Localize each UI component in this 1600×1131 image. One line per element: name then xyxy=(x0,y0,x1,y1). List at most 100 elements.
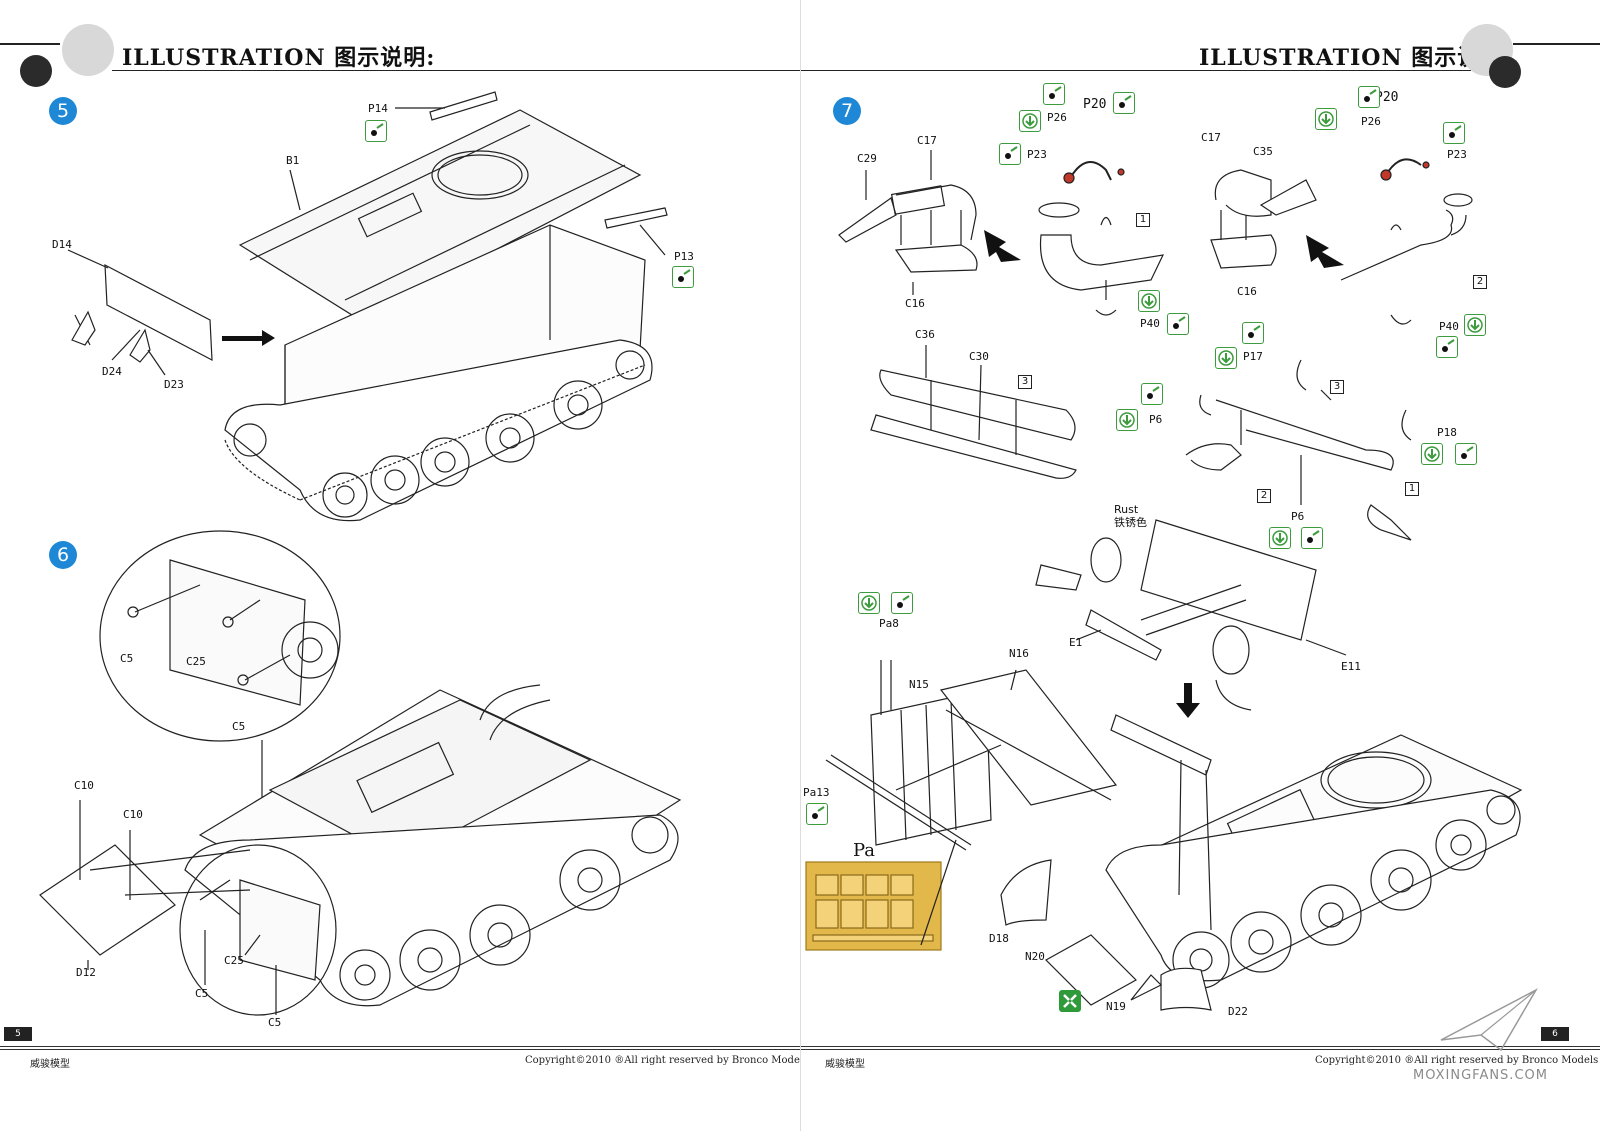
paint-drop-icon xyxy=(1455,443,1477,465)
footer-rule xyxy=(801,1049,1600,1050)
part-label-c29: C29 xyxy=(857,152,877,165)
part-label-p13: P13 xyxy=(674,250,694,263)
part-label-pa8: Pa8 xyxy=(879,617,899,630)
footer-brand: 威骏模型 xyxy=(30,1059,70,1070)
part-label-p40: P40 xyxy=(1140,317,1160,330)
part-label-p14: P14 xyxy=(368,102,388,115)
footer-copyright: Copyright©2010 ®All right reserved by Br… xyxy=(525,1055,809,1066)
glue-arrow-icon xyxy=(1421,443,1443,465)
part-label-c17: C17 xyxy=(917,134,937,147)
part-label-p26: P26 xyxy=(1047,111,1067,124)
step-badge-5: 5 xyxy=(49,97,77,125)
part-label-e1: E1 xyxy=(1069,636,1083,649)
step-badge-7: 7 xyxy=(833,97,861,125)
part-label-d24: D24 xyxy=(102,365,122,378)
part-label-c10: C10 xyxy=(123,808,143,821)
part-label-d22: D22 xyxy=(1228,1005,1248,1018)
glue-arrow-icon xyxy=(1019,110,1041,132)
step6-assembly-drawing xyxy=(39,530,682,1016)
footer-rule xyxy=(801,1046,1600,1047)
part-label-n19: N19 xyxy=(1106,1000,1126,1013)
photoetch-fret-label: Pa xyxy=(853,840,876,861)
glue-arrow-icon xyxy=(1464,314,1486,336)
part-label-p23: P23 xyxy=(1027,148,1047,161)
rust-label-cn: 铁锈色 xyxy=(1114,516,1147,529)
header-underline xyxy=(801,70,1471,71)
header-rule-right xyxy=(1513,43,1600,45)
part-label-c25: C25 xyxy=(224,954,244,967)
page-title: ILLUSTRATION 图示说明: xyxy=(1199,45,1513,71)
part-label-p26: P26 xyxy=(1361,115,1381,128)
page-number: 5 xyxy=(4,1027,32,1041)
sub-assembly-number: 2 xyxy=(1257,489,1271,503)
part-label-n20: N20 xyxy=(1025,950,1045,963)
part-label-n16: N16 xyxy=(1009,647,1029,660)
watermark-text: MOXINGFANS.COM xyxy=(1413,1068,1548,1083)
glue-arrow-icon xyxy=(1215,347,1237,369)
part-label-c16: C16 xyxy=(1237,285,1257,298)
part-label-b1: B1 xyxy=(286,154,300,167)
sub-assembly-number: 1 xyxy=(1136,213,1150,227)
paint-drop-icon xyxy=(1443,122,1465,144)
part-label-p20: P20 xyxy=(1083,97,1107,112)
paint-drop-icon xyxy=(806,803,828,825)
glue-arrow-icon xyxy=(1116,409,1138,431)
part-label-d23: D23 xyxy=(164,378,184,391)
part-label-p18: P18 xyxy=(1437,426,1457,439)
part-label-c5: C5 xyxy=(120,652,134,665)
header-rule-left xyxy=(0,43,60,45)
header-underline xyxy=(112,70,800,71)
part-label-e11: E11 xyxy=(1341,660,1361,673)
left-page: ILLUSTRATION 图示说明: 5 6 xyxy=(0,24,809,1070)
part-label-d18: D18 xyxy=(989,932,1009,945)
part-label-c5: C5 xyxy=(268,1016,282,1029)
paint-drop-icon xyxy=(1301,527,1323,549)
part-label-c10: C10 xyxy=(74,779,94,792)
step-badge-6: 6 xyxy=(49,541,77,569)
paint-drop-icon xyxy=(1043,83,1065,105)
part-label-d14: D14 xyxy=(52,238,72,251)
part-label-p23: P23 xyxy=(1447,148,1467,161)
part-label-c5: C5 xyxy=(232,720,246,733)
step5-assembly-drawing xyxy=(67,91,668,522)
footer-rule xyxy=(0,1049,800,1050)
header-circle-large xyxy=(62,24,114,76)
part-label-p20: P20 xyxy=(1375,90,1399,105)
paint-drop-icon xyxy=(1113,92,1135,114)
glue-arrow-icon xyxy=(1138,290,1160,312)
part-label-c25: C25 xyxy=(186,655,206,668)
footer-brand: 威骏模型 xyxy=(825,1059,865,1070)
part-label-c36: C36 xyxy=(915,328,935,341)
part-label-c5: C5 xyxy=(195,987,209,1000)
paint-drop-icon xyxy=(1436,336,1458,358)
photo-etch-icon xyxy=(1059,990,1081,1012)
paint-drop-icon xyxy=(1167,313,1189,335)
step7-assembly-drawing xyxy=(805,150,1523,1011)
part-label-c16: C16 xyxy=(905,297,925,310)
paint-drop-icon xyxy=(365,120,387,142)
glue-arrow-icon xyxy=(1315,108,1337,130)
header-circle-small xyxy=(1489,56,1521,88)
part-label-pa13: Pa13 xyxy=(803,786,830,799)
sub-assembly-number: 3 xyxy=(1018,375,1032,389)
paint-drop-icon xyxy=(672,266,694,288)
part-label-c17: C17 xyxy=(1201,131,1221,144)
right-page: ILLUSTRATION 图示说明: 7 xyxy=(800,0,1600,1131)
part-label-p40: P40 xyxy=(1439,320,1459,333)
part-label-c35: C35 xyxy=(1253,145,1273,158)
part-label-p6: P6 xyxy=(1149,413,1163,426)
sub-assembly-number: 1 xyxy=(1405,482,1419,496)
part-label-c30: C30 xyxy=(969,350,989,363)
paint-drop-icon xyxy=(1358,86,1380,108)
footer-copyright: Copyright©2010 ®All right reserved by Br… xyxy=(1315,1055,1599,1066)
part-label-p6: P6 xyxy=(1291,510,1305,523)
glue-arrow-icon xyxy=(1269,527,1291,549)
rust-label-en: Rust xyxy=(1114,503,1139,516)
sub-assembly-number: 3 xyxy=(1330,380,1344,394)
footer-rule xyxy=(0,1046,800,1047)
page-number: 6 xyxy=(1541,1027,1569,1041)
paint-drop-icon xyxy=(1242,322,1264,344)
part-label-d12: D12 xyxy=(76,966,96,979)
paint-drop-icon xyxy=(1141,383,1163,405)
